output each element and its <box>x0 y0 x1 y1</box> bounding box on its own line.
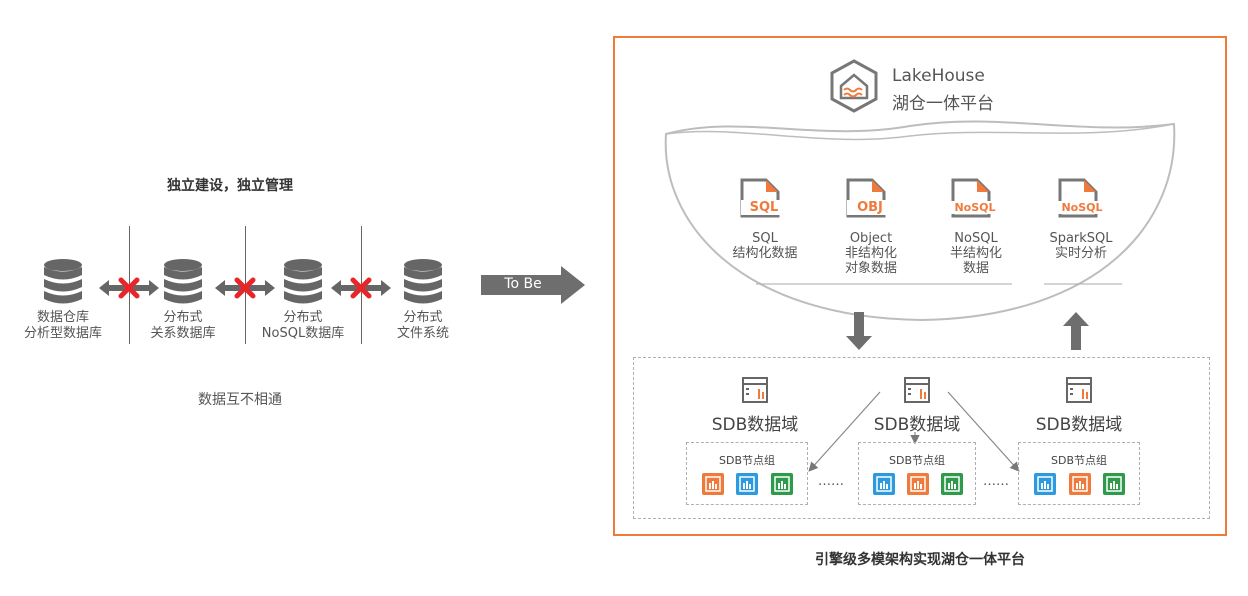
database-icon <box>284 259 322 304</box>
sdb-node-group <box>686 442 808 505</box>
engine-label: SparkSQL 实时分析 <box>1031 231 1131 261</box>
logo-subtitle: 湖仓一体平台 <box>892 94 994 114</box>
left-heading: 独立建设，独立管理 <box>167 178 293 194</box>
ellipsis: …… <box>983 474 1009 489</box>
database-label: 分布式 关系数据库 <box>133 310 233 342</box>
engine-label-line2: 实时分析 <box>1054 246 1107 261</box>
database-label-line2: 文件系统 <box>396 326 449 341</box>
node-group-title: SDB节点组 <box>1051 454 1107 467</box>
sdb-domain-title: SDB数据域 <box>873 415 961 435</box>
blocked-arrow-icon <box>215 277 275 299</box>
database-label-line2: 关系数据库 <box>150 326 216 341</box>
engine-label-line3: 数据 <box>962 261 989 276</box>
database-label-line1: 分布式 <box>403 310 443 325</box>
sdb-domain-title: SDB数据域 <box>1035 415 1123 435</box>
engine-label-line2: 非结构化 <box>844 246 897 261</box>
node-group-title: SDB节点组 <box>889 454 945 467</box>
database-label: 分布式 NoSQL数据库 <box>253 310 353 342</box>
engine-label-line1: SQL <box>752 231 778 246</box>
sdb-node-group <box>858 442 976 505</box>
logo-title: LakeHouse <box>892 66 985 86</box>
database-label-line2: NoSQL数据库 <box>261 326 345 341</box>
blue-engine-node-icon <box>1034 473 1056 495</box>
sdb-node-group <box>1018 442 1140 505</box>
blocked-arrow-icon <box>331 277 391 299</box>
server-icon <box>904 377 930 403</box>
orange-engine-node-icon <box>702 473 724 495</box>
engine-label: NoSQL 半结构化 数据 <box>926 231 1026 276</box>
blue-engine-node-icon <box>736 473 758 495</box>
engine-badge: SQL <box>741 200 787 215</box>
lakehouse-platform-frame <box>613 36 1227 536</box>
green-engine-node-icon <box>771 473 793 495</box>
engine-label-line1: Object <box>849 231 893 246</box>
sdb-cluster-container <box>633 357 1210 519</box>
engine-label-line2: 半结构化 <box>949 246 1002 261</box>
blue-engine-node-icon <box>873 473 895 495</box>
down-arrow-icon <box>846 312 872 350</box>
platform-caption: 引擎级多模架构实现湖仓一体平台 <box>815 552 1025 568</box>
lake-bowl-shape <box>664 120 1176 322</box>
engine-badge: OBJ <box>847 200 893 215</box>
database-icon <box>44 259 82 304</box>
engine-label: SQL 结构化数据 <box>715 231 815 261</box>
orange-engine-node-icon <box>907 473 929 495</box>
domain-connector-arrows <box>808 391 1020 472</box>
database-label-line2: 分析型数据库 <box>23 326 102 341</box>
database-label-line1: 分布式 <box>283 310 323 325</box>
database-label: 分布式 文件系统 <box>373 310 473 342</box>
database-label: 数据仓库 分析型数据库 <box>13 310 113 342</box>
server-icon <box>1066 377 1092 403</box>
green-engine-node-icon <box>941 473 963 495</box>
engine-label-line2: 结构化数据 <box>732 246 798 261</box>
orange-engine-node-icon <box>1069 473 1091 495</box>
engine-label-line1: SparkSQL <box>1049 231 1113 246</box>
database-icon <box>164 259 202 304</box>
blocked-arrow-icon <box>99 277 159 299</box>
database-label-line1: 数据仓库 <box>36 310 89 325</box>
engine-label-line1: NoSQL <box>954 231 998 246</box>
database-label-line1: 分布式 <box>163 310 203 325</box>
engine-badge: NoSQL <box>1057 201 1107 214</box>
node-group-title: SDB节点组 <box>719 454 775 467</box>
sdb-domain-title: SDB数据域 <box>711 415 799 435</box>
green-engine-node-icon <box>1103 473 1125 495</box>
to-be-arrow-icon <box>481 266 585 304</box>
server-icon <box>742 377 768 403</box>
database-icon <box>404 259 442 304</box>
engine-badge: NoSQL <box>950 201 1000 214</box>
left-footer: 数据互不相通 <box>198 392 282 408</box>
to-be-label: To Be <box>504 276 542 292</box>
engine-label: Object 非结构化 对象数据 <box>821 231 921 276</box>
engine-label-line3: 对象数据 <box>844 261 897 276</box>
ellipsis: …… <box>818 474 844 489</box>
lakehouse-logo-icon <box>830 59 878 113</box>
up-arrow-icon <box>1063 312 1089 350</box>
